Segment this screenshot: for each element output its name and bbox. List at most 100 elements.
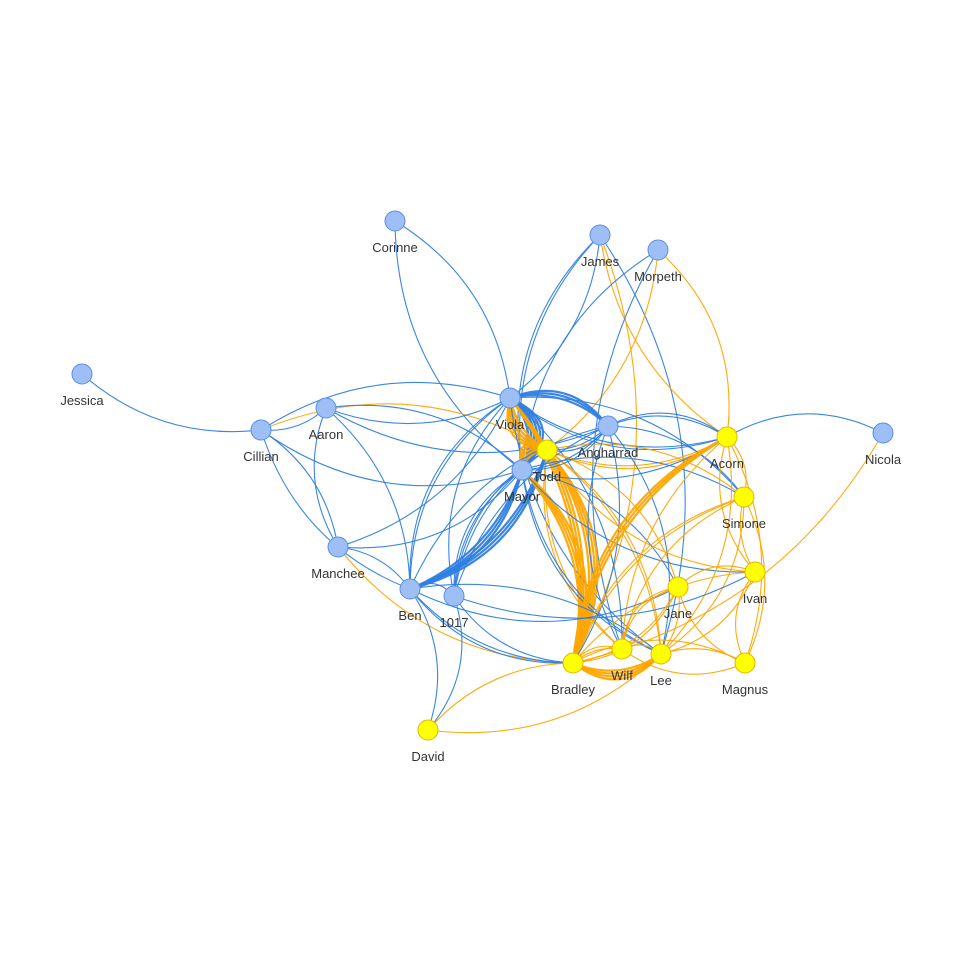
edge-nicola-acorn <box>726 413 884 438</box>
node-acorn[interactable]: Acorn <box>710 426 744 471</box>
node-label: Ivan <box>743 591 768 606</box>
node-circle[interactable] <box>733 486 755 508</box>
node-wilf[interactable]: Wilf <box>611 638 633 683</box>
node-circle[interactable] <box>589 224 611 246</box>
edge-ivan-lee <box>660 571 756 655</box>
node-viola[interactable]: Viola <box>496 387 525 432</box>
node-label: James <box>581 254 620 269</box>
node-n1017[interactable]: 1017 <box>440 585 469 630</box>
node-label: Manchee <box>311 566 364 581</box>
node-circle[interactable] <box>443 585 465 607</box>
edge-james-bradley <box>572 234 637 664</box>
node-james[interactable]: James <box>581 224 620 269</box>
edge-cillian-manchee <box>260 429 339 548</box>
edge-angharrad-acorn <box>607 415 728 438</box>
node-circle[interactable] <box>499 387 521 409</box>
edge-mayor-n1017 <box>453 469 523 597</box>
node-corinne[interactable]: Corinne <box>372 210 418 255</box>
node-label: Magnus <box>722 682 769 697</box>
node-circle[interactable] <box>327 536 349 558</box>
edge-cillian-mayor <box>260 429 523 487</box>
node-jane[interactable]: Jane <box>664 576 692 621</box>
edge-ben-bradley <box>409 588 574 664</box>
node-label: Bradley <box>551 682 596 697</box>
edge-mayor-angharrad <box>521 425 609 471</box>
node-circle[interactable] <box>667 576 689 598</box>
node-circle[interactable] <box>399 578 421 600</box>
node-ivan[interactable]: Ivan <box>743 561 768 606</box>
edge-mayor-bradley <box>521 469 588 664</box>
node-cillian[interactable]: Cillian <box>243 419 279 464</box>
edge-acorn-wilf <box>621 436 728 650</box>
edge-layer <box>81 220 884 734</box>
node-david[interactable]: David <box>411 719 445 764</box>
edge-viola-lee <box>509 397 662 655</box>
edge-ben-bradley <box>409 588 574 664</box>
node-circle[interactable] <box>384 210 406 232</box>
edge-simone-magnus <box>743 496 766 664</box>
node-angharrad[interactable]: Angharrad <box>578 415 639 460</box>
edge-acorn-lee <box>660 436 733 655</box>
node-circle[interactable] <box>744 561 766 583</box>
edge-lee-magnus <box>660 648 746 664</box>
node-jessica[interactable]: Jessica <box>60 363 104 408</box>
node-circle[interactable] <box>71 363 93 385</box>
edge-jessica-cillian <box>81 373 262 433</box>
edge-mayor-angharrad <box>521 425 609 471</box>
node-morpeth[interactable]: Morpeth <box>634 239 682 284</box>
edge-viola-ben <box>409 397 511 590</box>
node-nicola[interactable]: Nicola <box>865 422 902 467</box>
node-ben[interactable]: Ben <box>398 578 422 623</box>
node-circle[interactable] <box>611 638 633 660</box>
node-label: Cillian <box>243 449 278 464</box>
edge-jane-magnus <box>677 586 746 664</box>
edge-n1017-david <box>427 595 463 731</box>
node-label: Jessica <box>60 393 104 408</box>
node-label: Jane <box>664 606 692 621</box>
node-circle[interactable] <box>562 652 584 674</box>
node-circle[interactable] <box>417 719 439 741</box>
node-circle[interactable] <box>315 397 337 419</box>
edge-aaron-ben <box>325 407 411 590</box>
node-circle[interactable] <box>597 415 619 437</box>
edge-mayor-n1017 <box>453 469 523 597</box>
edge-aaron-viola <box>325 397 511 425</box>
edge-bradley-david <box>427 662 574 731</box>
edge-wilf-magnus <box>621 648 746 675</box>
node-label: Simone <box>722 516 766 531</box>
node-circle[interactable] <box>250 419 272 441</box>
node-simone[interactable]: Simone <box>722 486 766 531</box>
node-circle[interactable] <box>511 459 533 481</box>
edge-todd-ben <box>409 449 549 591</box>
node-circle[interactable] <box>872 422 894 444</box>
edge-morpeth-todd <box>546 249 659 451</box>
node-lee[interactable]: Lee <box>650 643 672 688</box>
edge-todd-wilf <box>544 449 623 650</box>
node-magnus[interactable]: Magnus <box>722 652 769 697</box>
node-label: Morpeth <box>634 269 682 284</box>
node-circle[interactable] <box>536 439 558 461</box>
edge-simone-bradley <box>572 496 745 664</box>
edge-mayor-ben <box>409 469 524 591</box>
node-label: Angharrad <box>578 445 639 460</box>
node-circle[interactable] <box>716 426 738 448</box>
edge-ben-lee <box>409 583 662 655</box>
edge-simone-wilf <box>621 496 745 650</box>
edge-mayor-jane <box>521 469 679 588</box>
edge-david-lee <box>427 653 662 734</box>
node-manchee[interactable]: Manchee <box>311 536 365 581</box>
node-circle[interactable] <box>734 652 756 674</box>
edge-todd-wilf <box>543 449 623 650</box>
node-circle[interactable] <box>650 643 672 665</box>
node-aaron[interactable]: Aaron <box>309 397 344 442</box>
edge-mayor-ivan <box>521 469 756 573</box>
node-todd[interactable]: Todd <box>533 439 561 484</box>
node-label: Mayor <box>504 489 541 504</box>
node-bradley[interactable]: Bradley <box>551 652 596 697</box>
node-label: Nicola <box>865 452 902 467</box>
node-circle[interactable] <box>647 239 669 261</box>
node-mayor[interactable]: Mayor <box>504 459 541 504</box>
edge-simone-lee <box>660 496 745 655</box>
edge-corinne-mayor <box>394 220 523 471</box>
